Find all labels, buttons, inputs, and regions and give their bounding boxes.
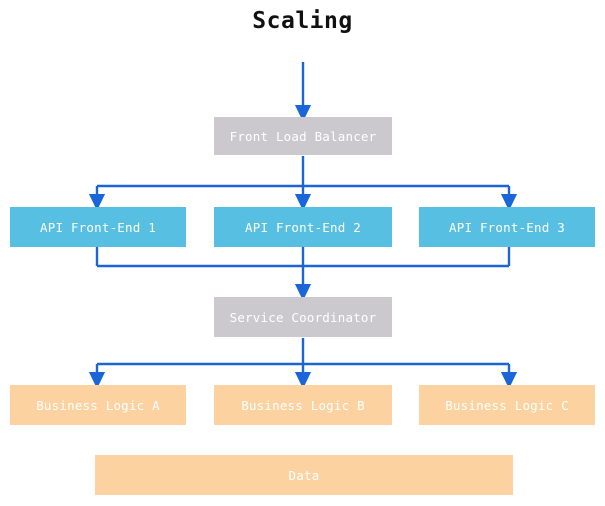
node-label: Business Logic C: [445, 397, 569, 413]
node-api-front-end-1[interactable]: API Front-End 1: [10, 207, 186, 247]
node-label: Data: [288, 467, 320, 483]
node-business-logic-a[interactable]: Business Logic A: [10, 385, 186, 425]
node-label: Business Logic A: [36, 397, 160, 413]
node-front-load-balancer[interactable]: Front Load Balancer: [214, 117, 392, 155]
node-label: Front Load Balancer: [229, 128, 377, 144]
node-label: API Front-End 2: [245, 219, 361, 235]
node-label: API Front-End 1: [40, 219, 156, 235]
node-business-logic-c[interactable]: Business Logic C: [419, 385, 595, 425]
node-data[interactable]: Data: [95, 455, 513, 495]
page-title: Scaling: [252, 8, 353, 34]
node-service-coordinator[interactable]: Service Coordinator: [214, 297, 392, 337]
node-label: API Front-End 3: [449, 219, 565, 235]
node-api-front-end-2[interactable]: API Front-End 2: [214, 207, 392, 247]
node-api-front-end-3[interactable]: API Front-End 3: [419, 207, 595, 247]
node-label: Service Coordinator: [229, 309, 377, 325]
node-business-logic-b[interactable]: Business Logic B: [214, 385, 392, 425]
node-label: Business Logic B: [241, 397, 365, 413]
